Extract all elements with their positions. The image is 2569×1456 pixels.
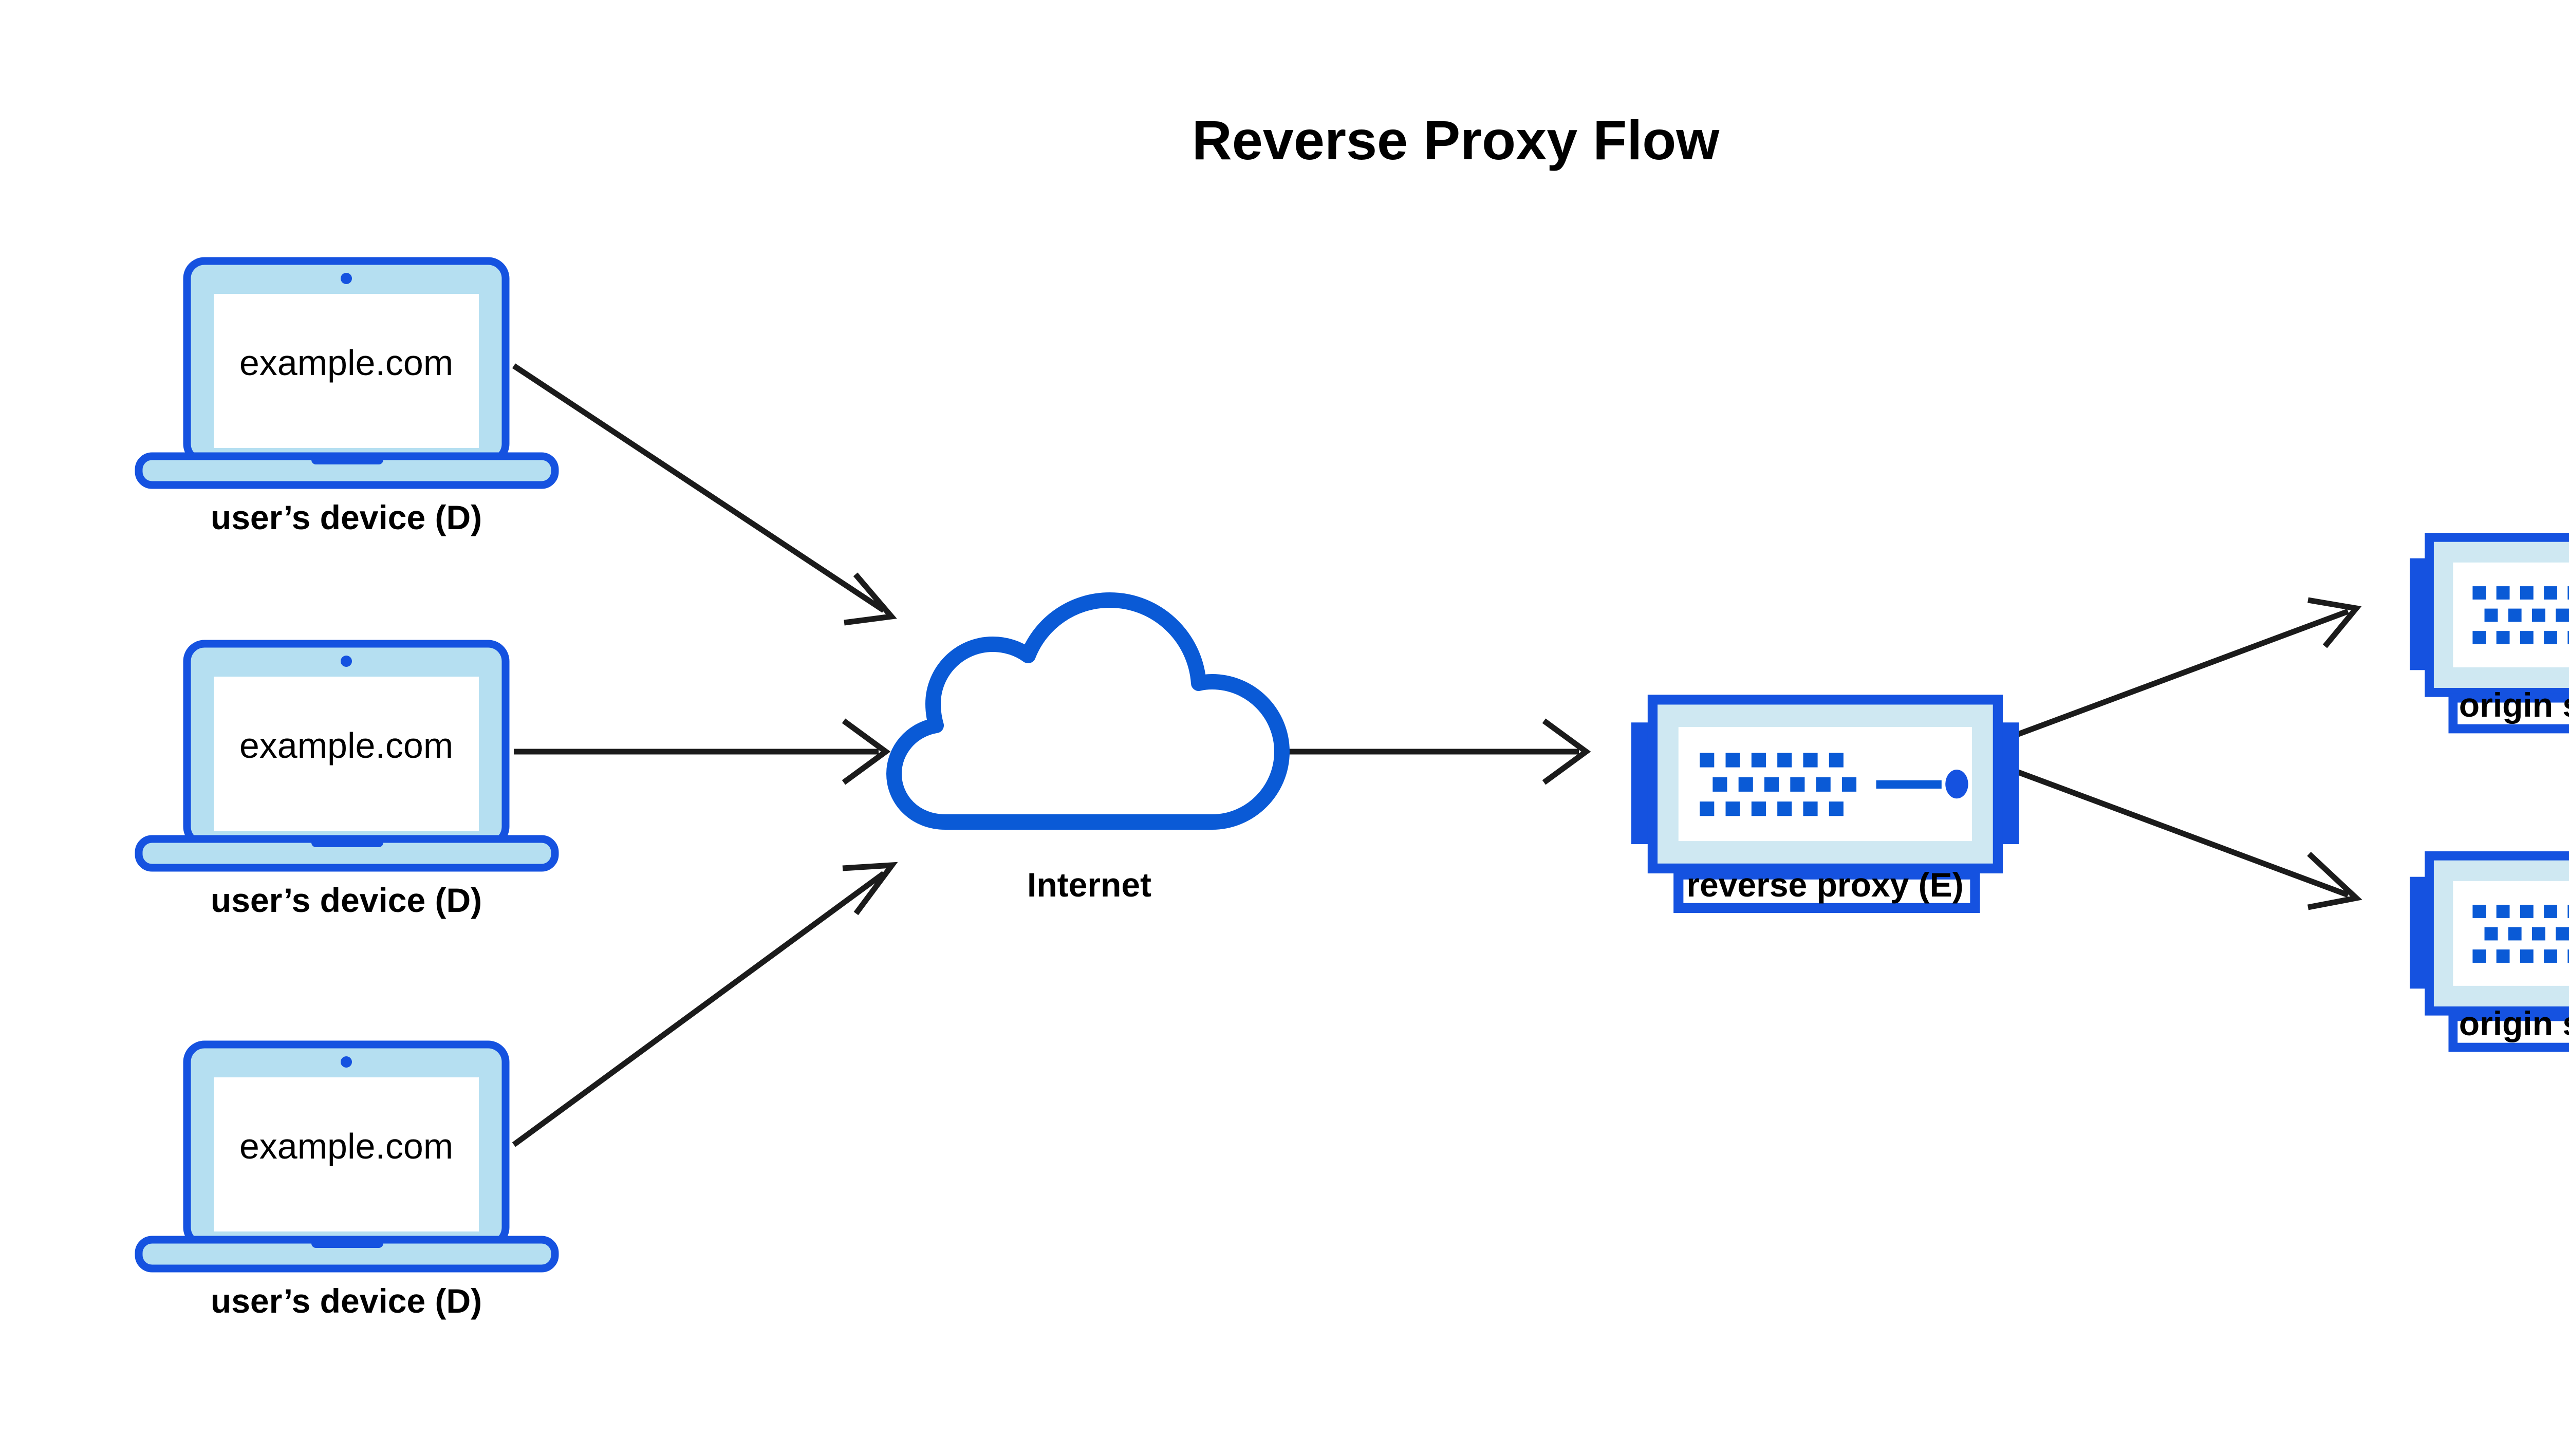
connection-device1-internet [512, 363, 897, 626]
laptop-base [135, 835, 559, 872]
device-label: user’s device (D) [211, 1282, 482, 1320]
connection-proxy-origin1 [2013, 597, 2362, 739]
node-origin-server-2[interactable]: origin server (F) [2410, 856, 2569, 1048]
laptop-screen-text: example.com [239, 343, 453, 383]
laptop-icon [135, 1044, 559, 1273]
node-reverse-proxy[interactable]: reverse proxy (E) [1631, 700, 2019, 908]
origin-label: origin server (F) [2459, 686, 2569, 724]
cloud-icon [886, 592, 1290, 830]
node-internet[interactable]: Internet [886, 592, 1290, 904]
connection-device3-internet [512, 862, 898, 1147]
node-user-device-3[interactable]: example.com user’s device (D) [135, 1044, 559, 1320]
origin-label: origin server (F) [2459, 1004, 2569, 1042]
node-origin-server-1[interactable]: origin server (F) [2410, 537, 2569, 729]
proxy-label: reverse proxy (E) [1686, 866, 1963, 904]
laptop-screen-text: example.com [239, 725, 453, 766]
laptop-screen-text: example.com [239, 1126, 453, 1166]
laptop-icon [135, 261, 559, 489]
node-user-device-1[interactable]: example.com user’s device (D) [135, 261, 559, 536]
connection-device2-internet [514, 718, 891, 785]
connection-proxy-origin2 [2013, 768, 2362, 910]
device-label: user’s device (D) [211, 881, 482, 919]
page-title: Reverse Proxy Flow [1192, 109, 1720, 171]
connections-layer [512, 363, 2362, 1147]
laptop-icon [135, 644, 559, 872]
laptop-base [135, 452, 559, 489]
laptop-base [135, 1236, 559, 1273]
connection-internet-proxy [1236, 718, 1591, 785]
device-label: user’s device (D) [211, 498, 482, 536]
node-user-device-2[interactable]: example.com user’s device (D) [135, 644, 559, 919]
internet-label: Internet [1027, 866, 1151, 904]
